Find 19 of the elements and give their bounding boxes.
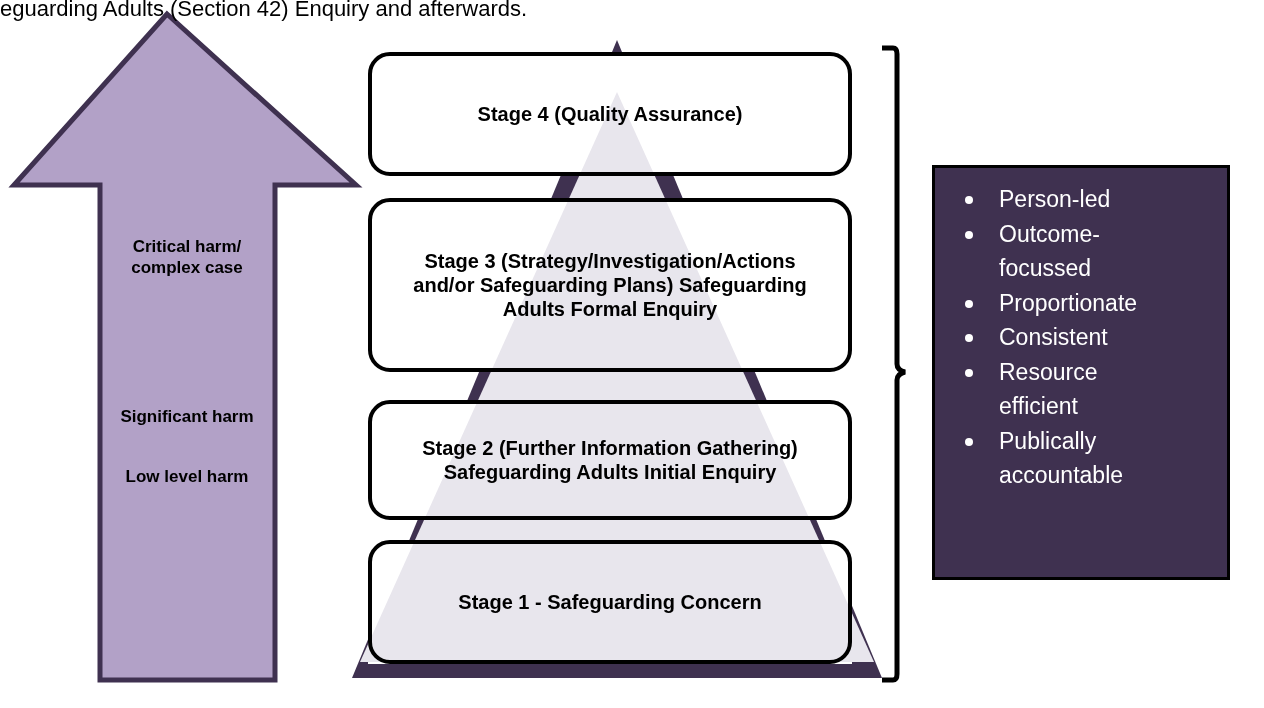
heading-text: eguarding Adults (Section 42) Enquiry and afterwards. [0, 0, 528, 22]
stage-text: Stage 2 (Further Information Gathering) Safeguarding Adults Initial Enquiry [421, 436, 799, 484]
principles-panel [932, 165, 1230, 580]
harm-level-text: Low level harm [124, 466, 250, 488]
harm-level-text: Significant harm [119, 406, 255, 428]
stage-box [368, 540, 852, 664]
stage-text: Stage 3 (Strategy/Investigation/Actions and/or Safeguarding Plans) Safeguarding Adults Formal Enquiry [412, 249, 808, 321]
stage-box [368, 198, 852, 372]
principle-item: Consistent [999, 323, 1109, 352]
principle-item: Person-led [999, 185, 1112, 214]
harm-level-text: Critical harm/ complex case [130, 236, 244, 279]
principle-item: Proportionate [999, 288, 1139, 318]
principle-item: Outcome-focussed [999, 219, 1101, 283]
stage-box [368, 400, 852, 520]
principle-item: Publically accountable [999, 426, 1125, 490]
stage-text: Stage 1 - Safeguarding Concern [457, 590, 763, 614]
stage-text: Stage 4 (Quality Assurance) [476, 102, 744, 126]
stage-box [368, 52, 852, 176]
principle-item: Resource efficient [999, 357, 1099, 421]
